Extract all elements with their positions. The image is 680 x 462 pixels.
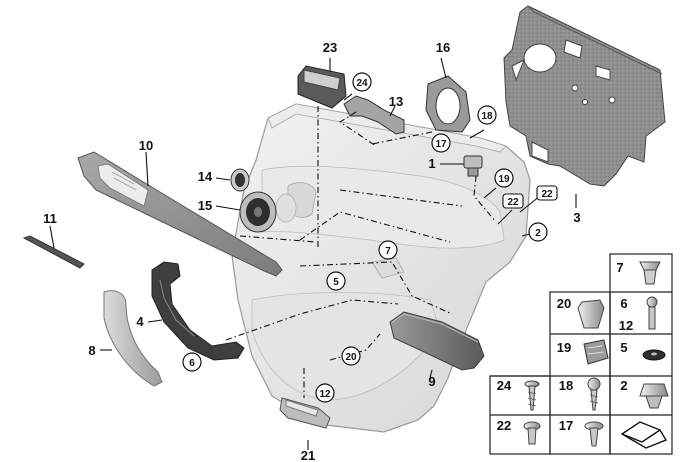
callout-12: 12	[319, 389, 331, 400]
grid-label-19: 19	[557, 340, 571, 355]
grid-label-2: 2	[620, 378, 627, 393]
callout-21: 21	[301, 448, 315, 462]
callout-22a-box	[502, 193, 524, 209]
speaker-ring-16	[425, 75, 471, 133]
grid-label-7: 7	[616, 260, 623, 275]
grid-label-18: 18	[559, 378, 573, 393]
callout-22a: 22	[507, 197, 519, 208]
grid-part-22	[523, 421, 541, 445]
grid-part-7	[639, 261, 661, 285]
callout-13: 13	[389, 94, 403, 109]
callout-11: 11	[43, 211, 57, 226]
seal-strip	[22, 235, 85, 269]
armrest	[389, 311, 485, 371]
assembly-lines	[225, 106, 497, 398]
grid-part-2	[639, 383, 669, 409]
callout-1: 1	[428, 156, 435, 171]
door-trim-panel	[231, 103, 531, 433]
callout-22b: 22	[541, 189, 553, 200]
lamp-21	[279, 397, 331, 429]
callout-2: 2	[535, 228, 541, 239]
callout-24: 24	[356, 78, 368, 89]
callout-16: 16	[436, 40, 450, 55]
callout-15: 15	[198, 198, 212, 213]
speaker-15	[239, 191, 277, 233]
grid-part-5	[642, 349, 666, 361]
grid-part-20	[577, 299, 605, 329]
callout-18: 18	[481, 111, 493, 122]
fastener-reference-grid	[489, 253, 673, 455]
grid-label-20: 20	[557, 296, 571, 311]
callout-7: 7	[385, 246, 391, 257]
callout-17: 17	[435, 139, 447, 150]
grid-part-17	[584, 421, 604, 447]
grid-label-12: 12	[619, 318, 633, 333]
grid-part-18	[587, 377, 601, 411]
callout-4: 4	[136, 314, 144, 329]
grid-label-6: 6	[620, 296, 627, 311]
callout-8: 8	[88, 343, 95, 358]
housing-23	[297, 65, 347, 109]
grid-part-24	[524, 380, 540, 411]
callout-19: 19	[498, 174, 510, 185]
grid-symbol-arrow	[620, 421, 668, 449]
callout-5: 5	[333, 277, 339, 288]
grid-label-17: 17	[559, 418, 573, 433]
handle-bracket	[151, 261, 245, 361]
callout-23: 23	[323, 40, 337, 55]
grid-label-22: 22	[497, 418, 511, 433]
clip-1	[463, 155, 483, 177]
bracket-13	[343, 95, 405, 135]
grid-label-24: 24	[497, 378, 512, 393]
callout-20: 20	[345, 352, 357, 363]
grid-label-5: 5	[620, 340, 627, 355]
decor-strip	[77, 151, 283, 277]
grid-part-19	[583, 339, 609, 365]
callout-22b-box	[536, 185, 558, 201]
grid-part-6-12	[646, 296, 658, 330]
tweeter-14	[230, 168, 250, 192]
insulation-panel	[503, 5, 666, 187]
callout-10: 10	[139, 138, 153, 153]
callout-circles	[182, 72, 548, 403]
callout-14: 14	[198, 169, 213, 184]
callout-9: 9	[428, 374, 435, 389]
callout-3: 3	[573, 210, 580, 225]
callout-6: 6	[189, 358, 195, 369]
grab-handle	[103, 290, 163, 387]
